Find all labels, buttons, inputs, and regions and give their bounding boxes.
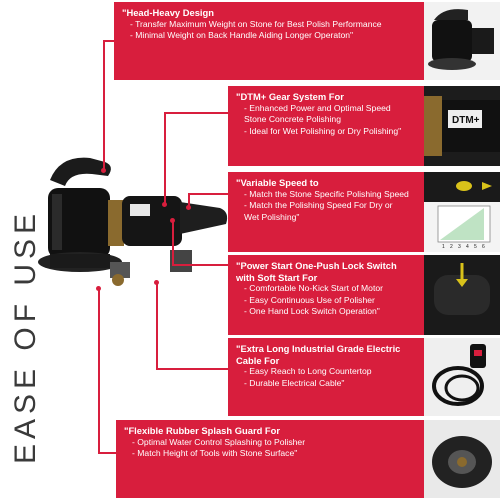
feature-box-gear-system: "DTM+ Gear System For - Enhanced Power a… <box>228 86 424 166</box>
feature-title: "Flexible Rubber Splash Guard For <box>124 425 281 436</box>
gear-system-thumbnail: DTM+ <box>424 86 500 166</box>
feature-bullet: - Enhanced Power and Optimal Speed <box>244 102 391 113</box>
feature-title: "Extra Long Industrial Grade Electric Ca… <box>236 343 401 366</box>
feature-bullet: - Durable Electrical Cable" <box>244 377 345 388</box>
connector-line <box>156 282 158 369</box>
feature-title: "Head-Heavy Design <box>122 7 214 18</box>
connector-dot <box>162 202 167 207</box>
feature-bullet: - Optimal Water Control Splashing to Pol… <box>132 436 306 447</box>
connector-dot <box>154 280 159 285</box>
feature-bullet: - Comfortable No-Kick Start of Motor <box>244 283 383 293</box>
feature-bullet: - Match the Polishing Speed For Dry or <box>244 200 393 210</box>
connector-line <box>172 264 228 266</box>
connector-line <box>188 193 228 195</box>
speed-number: 5 <box>474 244 477 250</box>
splash-guard-icon <box>432 436 492 488</box>
connector-dot <box>170 218 175 223</box>
connector-dot <box>101 168 106 173</box>
speed-dial-icon: 1 2 3 4 5 6 <box>424 172 500 250</box>
speed-number: 3 <box>458 244 461 250</box>
splash-guard-thumbnail <box>424 420 500 498</box>
connector-line <box>156 368 228 370</box>
feature-box-splash-guard: "Flexible Rubber Splash Guard For - Opti… <box>116 420 424 498</box>
feature-bullet: - Ideal for Wet Polishing or Dry Polishi… <box>244 125 402 136</box>
feature-bullet: Wet Polishing" <box>244 211 300 222</box>
feature-box-cable: "Extra Long Industrial Grade Electric Ca… <box>228 338 424 416</box>
feature-bullet: - Easy Continuous Use of Polisher <box>244 294 375 305</box>
lock-switch-thumbnail <box>424 255 500 335</box>
speed-dial-thumbnail: 1 2 3 4 5 6 <box>424 172 500 252</box>
feature-bullet: - Match the Stone Specific Polishing Spe… <box>244 188 409 199</box>
connector-line <box>164 112 228 114</box>
connector-line <box>172 220 174 265</box>
feature-box-variable-speed: "Variable Speed to - Match the Stone Spe… <box>228 172 424 252</box>
polisher-icon <box>38 157 228 286</box>
polisher-illustration <box>30 150 235 300</box>
connector-dot <box>186 205 191 210</box>
gear-icon: DTM+ <box>424 96 500 156</box>
lock-switch-icon <box>434 263 490 315</box>
feature-bullet: Stone Concrete Polishing <box>244 114 341 124</box>
connector-line <box>164 112 166 204</box>
feature-bullet: - One Hand Lock Switch Operation" <box>244 306 380 316</box>
feature-bullet: - Easy Reach to Long Countertop <box>244 366 372 376</box>
polisher-head-icon <box>428 9 494 70</box>
speed-number: 1 <box>442 244 445 250</box>
feature-title: "DTM+ Gear System For <box>236 91 344 102</box>
connector-line <box>98 288 100 453</box>
feature-bullet: - Minimal Weight on Back Handle Aiding L… <box>130 30 354 40</box>
polisher-head-thumbnail <box>424 2 500 80</box>
feature-bullet: - Match Height of Tools with Stone Surfa… <box>132 448 298 458</box>
feature-title: "Variable Speed to <box>236 177 319 188</box>
feature-bullet: - Transfer Maximum Weight on Stone for B… <box>130 18 382 29</box>
feature-title: "Power Start One-Push Lock Switch with S… <box>236 260 397 283</box>
cable-icon <box>432 344 486 406</box>
gear-thumb-label: DTM+ <box>452 115 480 126</box>
connector-line <box>188 193 190 207</box>
feature-box-head-heavy: "Head-Heavy Design - Transfer Maximum We… <box>114 2 424 80</box>
connector-line <box>103 40 105 170</box>
connector-line <box>103 40 114 42</box>
connector-dot <box>96 286 101 291</box>
cable-thumbnail <box>424 338 500 416</box>
connector-line <box>98 452 116 454</box>
speed-number: 6 <box>482 244 485 250</box>
feature-box-lock-switch: "Power Start One-Push Lock Switch with S… <box>228 255 424 335</box>
speed-number: 4 <box>466 244 469 250</box>
speed-number: 2 <box>450 244 453 250</box>
